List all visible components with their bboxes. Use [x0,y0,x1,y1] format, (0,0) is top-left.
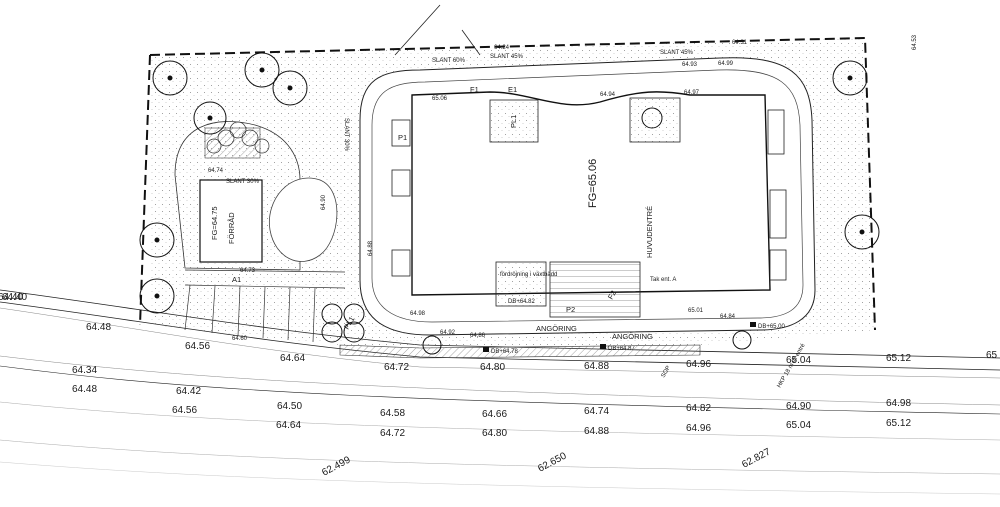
planting-boxes [489,97,681,307]
survey-lines [394,4,481,56]
road-level: 62.827 [740,446,773,470]
spot-level: 64.73 [240,268,256,274]
side-units [391,109,787,281]
spot-level: 64.40 [2,292,27,303]
p2-label: P2 [566,305,575,314]
road-level: 62.650 [536,450,569,474]
fordrojning-label: fördröjning i växtbädd [500,272,557,278]
main-building [411,91,771,296]
road-level: 64.82 [686,403,711,414]
road-level: 65.12 [886,353,911,364]
road-level: 64.80 [482,428,507,439]
road-level: 64.48 [86,322,111,333]
spot-level: 64.97 [684,90,700,96]
f1-label: F1 [470,85,479,94]
entrance-label: HUVUDENTRÉ [645,206,654,258]
takent-label: Tak ent. A [650,277,676,283]
road-level: 64.88 [584,426,609,437]
spot-level: 64.92 [440,330,456,336]
sop-label: SOP [661,365,673,379]
road-level: 64.48 [72,384,97,395]
storage-name: FÖRRÅD [227,212,236,244]
slope-label-5: SLANT 30% [226,179,260,185]
road-level: 64.72 [380,428,405,439]
parking-stalls [184,269,346,343]
db-markers [483,322,756,352]
road-level: 64.72 [384,362,409,373]
spot-level: 64.88 [368,240,374,256]
spot-level: 65.06 [432,96,448,102]
road-level: 64.42 [176,386,201,397]
road-level: 65.04 [786,420,811,431]
road-level: 64.40 [0,292,23,303]
db-label-4: DB+65.00 [758,324,786,330]
road-level: 65.04 [786,355,811,366]
road-level: 64.98 [886,398,911,409]
spot-level: 64.94 [600,92,616,98]
road-level: 64.64 [280,353,305,364]
road-level: 64.80 [480,362,505,373]
road-level: 64.64 [276,420,301,431]
spot-level: 64.60 [232,336,248,342]
main-building-level: FG=65.06 [587,159,599,208]
spot-level: 64.31 [732,40,748,46]
slope-label-1: SLANT 60% [432,58,466,64]
a1-label: A1 [232,275,241,284]
road-level: 64.50 [277,401,302,412]
property-line [139,36,876,331]
slope-label-3: SLANT 45% [660,50,694,56]
spot-level: 64.98 [410,311,426,317]
db-label-1: DB+64.82 [508,299,536,305]
south-strip [339,344,701,359]
road-level: 65.12 [886,418,911,429]
spot-level: 65.01 [688,308,704,314]
road-level: 64.74 [584,406,609,417]
slope-label-4: SLANT 30% [343,118,349,152]
p1-label: P1 [398,133,407,142]
trees [139,52,880,355]
apron-label-1: ANGÖRING [536,324,577,333]
db-label-3: DB+64.87 [608,346,636,352]
spot-level: 64.74 [208,168,224,174]
road-level: 64.34 [72,365,97,376]
road-level: 64.56 [185,341,210,352]
road-level: 64.58 [380,408,405,419]
spot-level: 64.99 [718,61,734,67]
road-level: 64.90 [786,401,811,412]
storage-level: FG=64.75 [210,206,219,240]
road-level: 64.66 [482,409,507,420]
road-level: 64.96 [686,423,711,434]
bush-cluster [206,121,270,154]
f2-label: F2 [606,289,618,301]
road-level: 64.96 [686,359,711,370]
road-level: 64.88 [584,361,609,372]
spot-level: 64.84 [720,314,736,320]
e1-label: E1 [508,85,517,94]
road-level: 62.499 [320,454,353,478]
slope-label-2: SLANT 45% [490,54,524,60]
spot-level: 64.90 [321,194,327,210]
pl1-label: PL1 [509,115,518,128]
apron-label-2: ANGÖRING [612,332,653,341]
spot-level: 64.86 [470,333,486,339]
spot-level: 64.53 [912,34,918,50]
spot-level: 64.93 [682,62,698,68]
road-level: 64.56 [172,405,197,416]
spot-level: 64.24 [494,45,510,51]
entrance-stairs [549,261,641,318]
road-level: 65 [986,350,998,361]
db-label-2: DB+64.78 [491,349,519,355]
